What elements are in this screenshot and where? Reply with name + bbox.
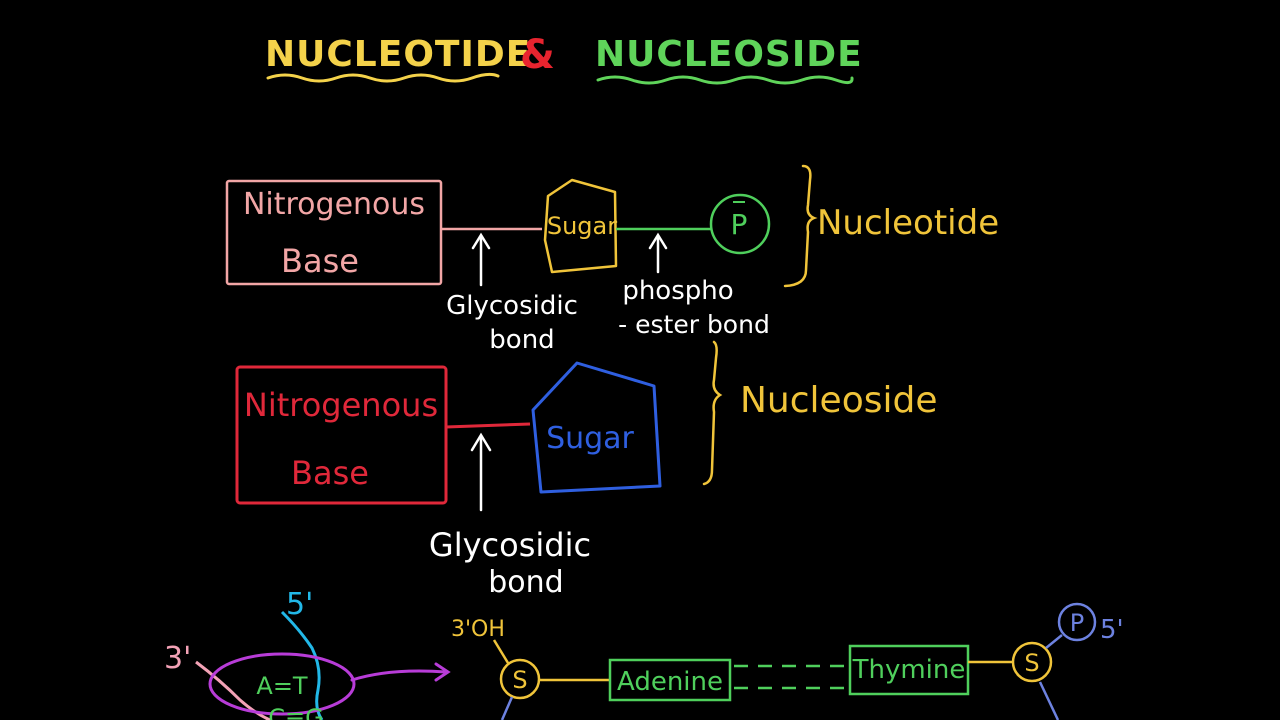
phosphate-circle-icon xyxy=(709,193,771,255)
nucleoside-diagram: Nitrogenous Base Sugar Glycosidic bond N… xyxy=(235,340,937,600)
pink-strand-curve xyxy=(195,660,271,720)
nucleoside-brace-label: Nucleoside xyxy=(740,380,937,421)
sugar-right-circle-icon xyxy=(1011,641,1053,683)
title-nucleotide: NUCLEOTIDE xyxy=(265,34,531,75)
nucleotide-phosphate-label: P xyxy=(731,208,748,241)
sugar-left-label: S xyxy=(512,666,527,694)
label-5prime-top: 5' xyxy=(286,587,313,622)
glycosidic-bond-label-2: bond xyxy=(489,325,554,355)
phosphate-right-label: P xyxy=(1070,609,1084,637)
sugar-phosphate-bond xyxy=(1045,634,1063,649)
arrow-up-icon xyxy=(648,232,668,274)
nucleoside-base-label-2: Base xyxy=(291,454,369,492)
nucleotide-sugar-label: Sugar xyxy=(547,212,617,240)
base-pair-CG: C≡G xyxy=(268,704,323,720)
hydrogen-bond-dashes xyxy=(734,664,848,690)
arrow-up-icon xyxy=(471,232,491,287)
sugar-pentagon xyxy=(543,178,618,274)
label-3prime: 3' xyxy=(164,641,191,676)
base-pair-AT: A=T xyxy=(256,672,308,700)
nucleoside-glycosidic-label-1: Glycosidic xyxy=(429,526,591,564)
nucleoside-glycosidic-label-2: bond xyxy=(488,565,563,600)
nitrogenous-base-box xyxy=(225,179,443,286)
title-nucleotide-underline xyxy=(266,72,500,83)
label-5prime-right: 5' xyxy=(1100,615,1124,645)
nucleotide-brace-label: Nucleotide xyxy=(817,203,999,243)
arrow-right-icon xyxy=(350,662,451,682)
title-ampersand: & xyxy=(520,32,556,78)
arrow-up-icon xyxy=(470,432,492,512)
nucleotide-diagram: Nitrogenous Base Sugar P Glycosidic bond… xyxy=(225,164,999,355)
title-nucleoside: NUCLEOSIDE xyxy=(595,34,863,75)
nitrogenous-base-box-red xyxy=(235,365,448,505)
sugar-right-label: S xyxy=(1024,649,1039,677)
title-nucleoside-underline xyxy=(596,75,854,85)
nucleoside-base-label-1: Nitrogenous xyxy=(244,386,438,424)
phosphate-right-circle-icon xyxy=(1057,602,1097,642)
sugar-left-down-line xyxy=(500,696,514,720)
oh-bond-line xyxy=(492,639,510,664)
thymine-box xyxy=(848,644,970,696)
thymine-label: Thymine xyxy=(852,655,966,685)
phosphoester-bond-label-2: - ester bond xyxy=(618,310,770,339)
sugar-right-down-line xyxy=(1038,681,1060,720)
title-group: NUCLEOTIDE & NUCLEOSIDE xyxy=(265,32,863,85)
curly-brace-icon xyxy=(783,164,818,288)
phosphoester-bond-label-1: phospho xyxy=(622,276,733,306)
cyan-strand-curve xyxy=(280,610,324,720)
sugar-pentagon-blue xyxy=(531,361,662,494)
dna-strand-fragment: 5' 3' A=T C≡G 3'OH S Adenine Thymine S xyxy=(164,587,1124,720)
nucleotide-base-label-1: Nitrogenous xyxy=(243,187,425,222)
glycosidic-bond-label-1: Glycosidic xyxy=(446,291,578,321)
curly-brace-icon xyxy=(702,340,723,486)
nucleoside-sugar-label: Sugar xyxy=(546,421,634,456)
label-3-OH: 3'OH xyxy=(451,617,505,642)
nucleoside-glycosidic-bond-line xyxy=(445,422,531,429)
adenine-box xyxy=(608,658,732,702)
adenine-label: Adenine xyxy=(617,667,723,697)
nucleotide-base-label-2: Base xyxy=(281,242,359,280)
base-pair-highlight-ellipse xyxy=(208,652,356,716)
